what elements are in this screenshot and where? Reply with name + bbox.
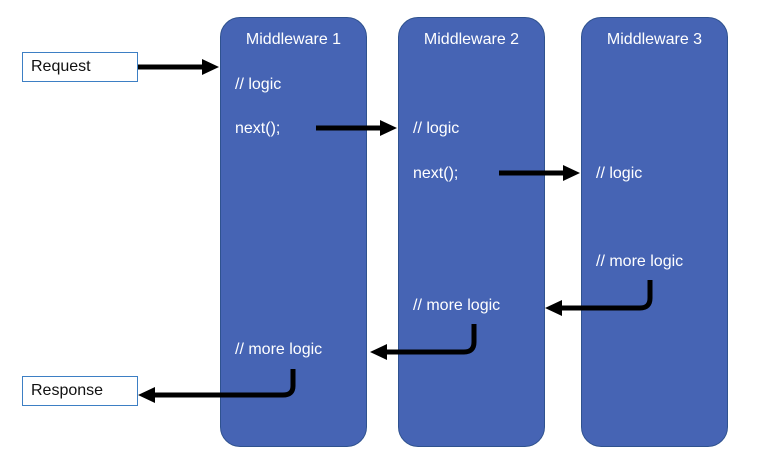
middleware-1-title: Middleware 1 (245, 31, 342, 48)
middleware-3-title: Middleware 3 (606, 31, 703, 48)
middleware-3-more-logic: // more logic (596, 253, 684, 270)
middleware-3-logic: // logic (596, 165, 643, 182)
middleware-2-next-call: next(); (413, 165, 459, 182)
middleware-2-panel: Middleware 2 // logic next(); // more lo… (398, 17, 545, 447)
middleware-1-next-call: next(); (235, 120, 281, 137)
middleware-1-more-logic: // more logic (235, 341, 323, 358)
middleware-2-more-logic: // more logic (413, 297, 501, 314)
middleware-3-panel: Middleware 3 // logic // more logic (581, 17, 728, 447)
middleware-2-title: Middleware 2 (423, 31, 520, 48)
response-label: Response (31, 382, 104, 399)
response-box: Response (22, 376, 138, 406)
middleware-1-panel: Middleware 1 // logic next(); // more lo… (220, 17, 367, 447)
request-arrow (138, 59, 219, 75)
middleware-2-logic: // logic (413, 120, 460, 137)
middleware-1-logic: // logic (235, 76, 282, 93)
request-box: Request (22, 52, 138, 82)
request-label: Request (31, 58, 91, 75)
